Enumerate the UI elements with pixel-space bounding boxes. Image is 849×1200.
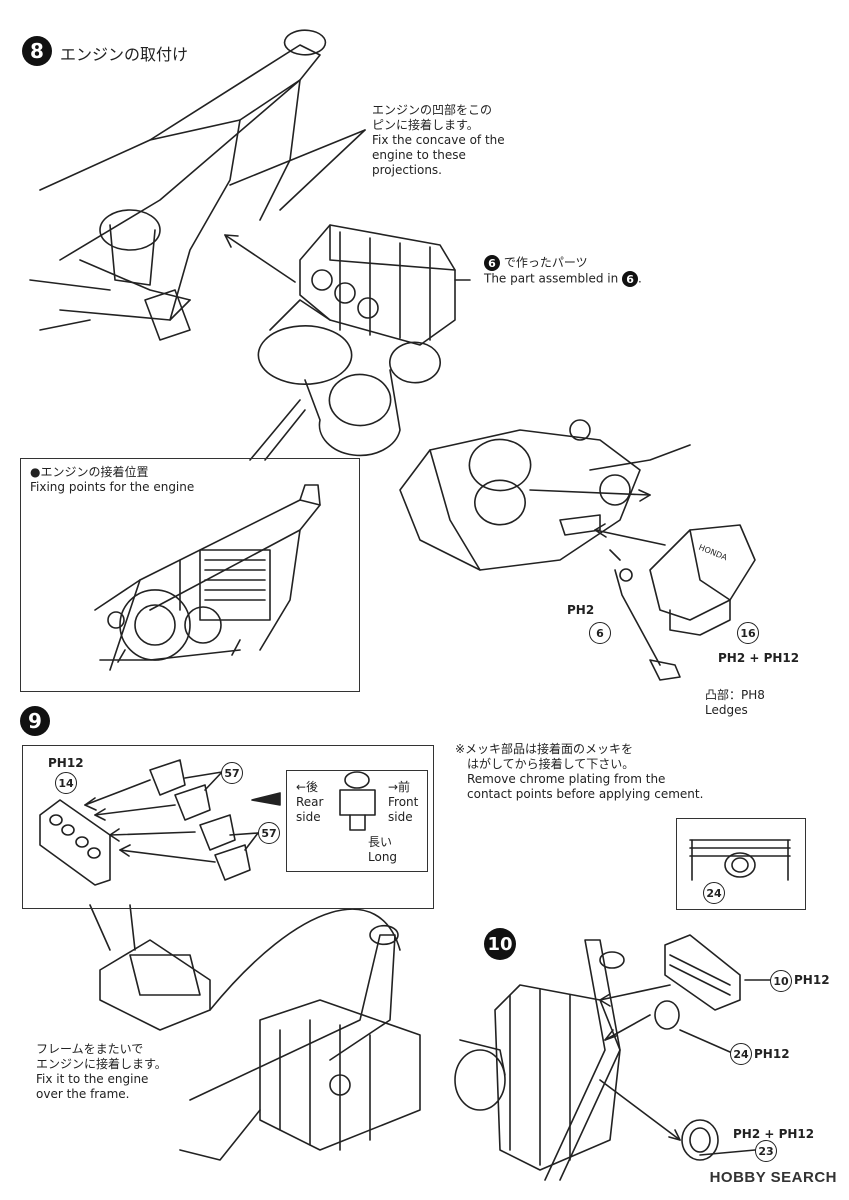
part-number-chrome: 24: [703, 882, 725, 904]
step-ref-6-icon: 6: [484, 255, 500, 271]
direction-legend: [286, 770, 428, 872]
step-10-number: 10: [484, 928, 516, 960]
step-ref-6b-icon: 6: [622, 271, 639, 287]
inset-fixing-points: [20, 458, 360, 692]
part-number-24: 24: [730, 1043, 752, 1065]
step-9-number: 9: [20, 706, 50, 736]
part-number-carb-b: 57: [258, 822, 280, 844]
chrome-en1: Remove chrome plating from the: [467, 772, 666, 786]
note-fix-jp2: ピンに接着します。: [372, 118, 479, 132]
frame-en2: over the frame.: [36, 1087, 130, 1101]
legend-front: →前 Front side: [388, 780, 418, 825]
stand-code: PH2: [567, 603, 595, 617]
step-8-title: エンジンの取付け: [60, 45, 189, 64]
chrome-en2: contact points before applying cement.: [467, 787, 704, 801]
legend-long-en: Long: [368, 850, 398, 864]
frame-jp2: エンジンに接着します。: [36, 1057, 167, 1071]
note-part-assembled: 6 で作ったパーツ The part assembled in 6.: [484, 255, 642, 287]
hobby-search-watermark: HOBBY SEARCH: [709, 1169, 837, 1186]
part-number-head: 14: [55, 772, 77, 794]
legend-long-jp: 長い: [368, 835, 393, 849]
legend-long: 長い Long: [368, 835, 397, 865]
part-number-23: 23: [755, 1140, 777, 1162]
legend-rear-jp: ←後: [296, 780, 319, 794]
legend-front-en1: Front: [388, 795, 419, 809]
inset-caption-jp: ●エンジンの接着位置: [30, 465, 149, 479]
part-10-code: PH12: [794, 973, 830, 987]
frame-jp1: フレームをまたいで: [36, 1042, 144, 1056]
head-code: PH12: [48, 756, 84, 770]
legend-front-en2: side: [388, 810, 413, 824]
note-fix-concave: エンジンの凹部をこの ピンに接着します。 Fix the concave of …: [372, 103, 505, 178]
note-fix-jp1: エンジンの凹部をこの: [372, 103, 493, 117]
legend-rear: ←後 Rear side: [296, 780, 323, 825]
frame-note: フレームをまたいで エンジンに接着します。 Fix it to the engi…: [36, 1042, 167, 1102]
legend-rear-en1: Rear: [296, 795, 324, 809]
frame-en1: Fix it to the engine: [36, 1072, 149, 1086]
note-fix-en1: Fix the concave of the: [372, 133, 505, 147]
note-fix-en2: engine to these: [372, 148, 466, 162]
legend-rear-en2: side: [296, 810, 321, 824]
part-number-carb-a: 57: [221, 762, 243, 784]
part-number-cover: 16: [737, 622, 759, 644]
note-part-en-tail: .: [638, 271, 642, 286]
note-part-en: The part assembled in: [484, 271, 619, 286]
chrome-jp2: はがしてから接着して下さい。: [467, 757, 635, 771]
part-number-stand: 6: [589, 622, 611, 644]
part-number-10: 10: [770, 970, 792, 992]
inset-caption-en: Fixing points for the engine: [30, 480, 195, 494]
inset-caption: ●エンジンの接着位置 Fixing points for the engine: [30, 465, 194, 495]
note-fix-en3: projections.: [372, 163, 442, 177]
chrome-inset: [676, 818, 806, 910]
ledges-note: 凸部：PH8 Ledges: [705, 688, 765, 718]
note-part-jp: で作ったパーツ: [503, 255, 588, 270]
step-8-number: 8: [22, 36, 52, 66]
chrome-note: ※メッキ部品は接着面のメッキを はがしてから接着して下さい。 Remove ch…: [455, 742, 703, 802]
part-23-code: PH2 + PH12: [733, 1127, 815, 1141]
chrome-jp1: ※メッキ部品は接着面のメッキを: [455, 742, 634, 756]
ledges-jp: 凸部：PH8: [705, 688, 765, 702]
step-9-box: [22, 745, 434, 909]
legend-front-jp: →前: [388, 780, 411, 794]
cover-code: PH2 + PH12: [718, 651, 800, 665]
ledges-en: Ledges: [705, 703, 748, 717]
part-24-code: PH12: [754, 1047, 790, 1061]
